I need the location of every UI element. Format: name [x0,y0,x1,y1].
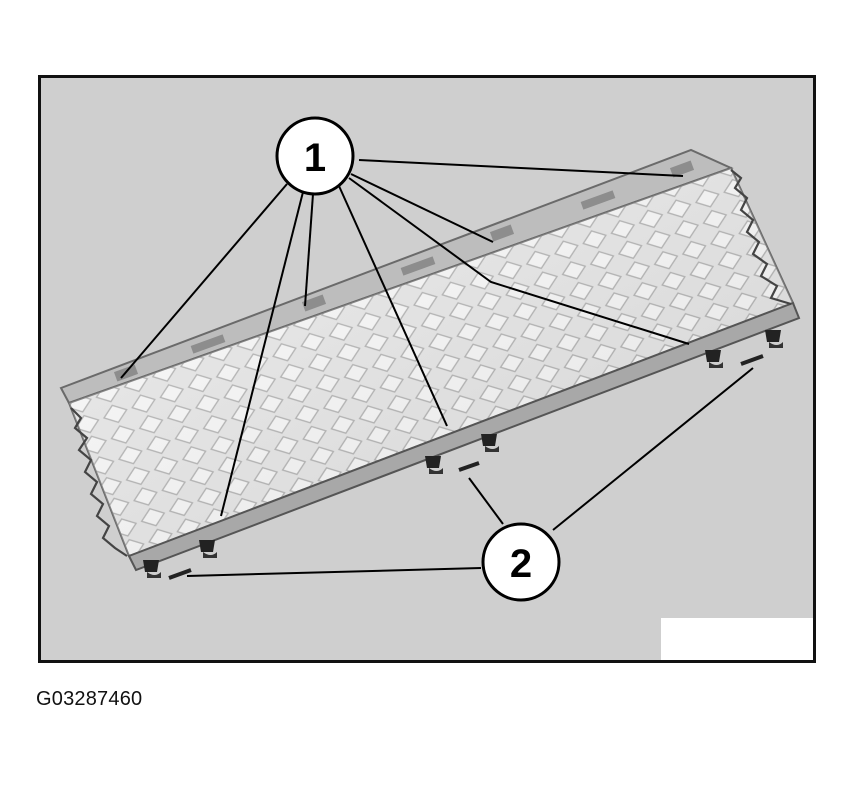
clip-left [143,540,217,580]
grille-illustration: 1 2 [59,116,801,602]
clip-middle [425,434,499,474]
grille-panel [59,148,801,572]
leaders-callout-1 [120,159,690,517]
leaders-callout-2 [186,367,754,577]
figure-code: G03287460 [36,688,143,710]
white-label-box [661,618,813,660]
callout-2-bubble: 2 [481,522,561,602]
callout-2-label: 2 [510,542,532,586]
diagram-frame: 1 2 [38,75,816,663]
callout-1-label: 1 [304,136,326,180]
clip-right [705,330,783,368]
callout-1-bubble: 1 [275,116,355,196]
